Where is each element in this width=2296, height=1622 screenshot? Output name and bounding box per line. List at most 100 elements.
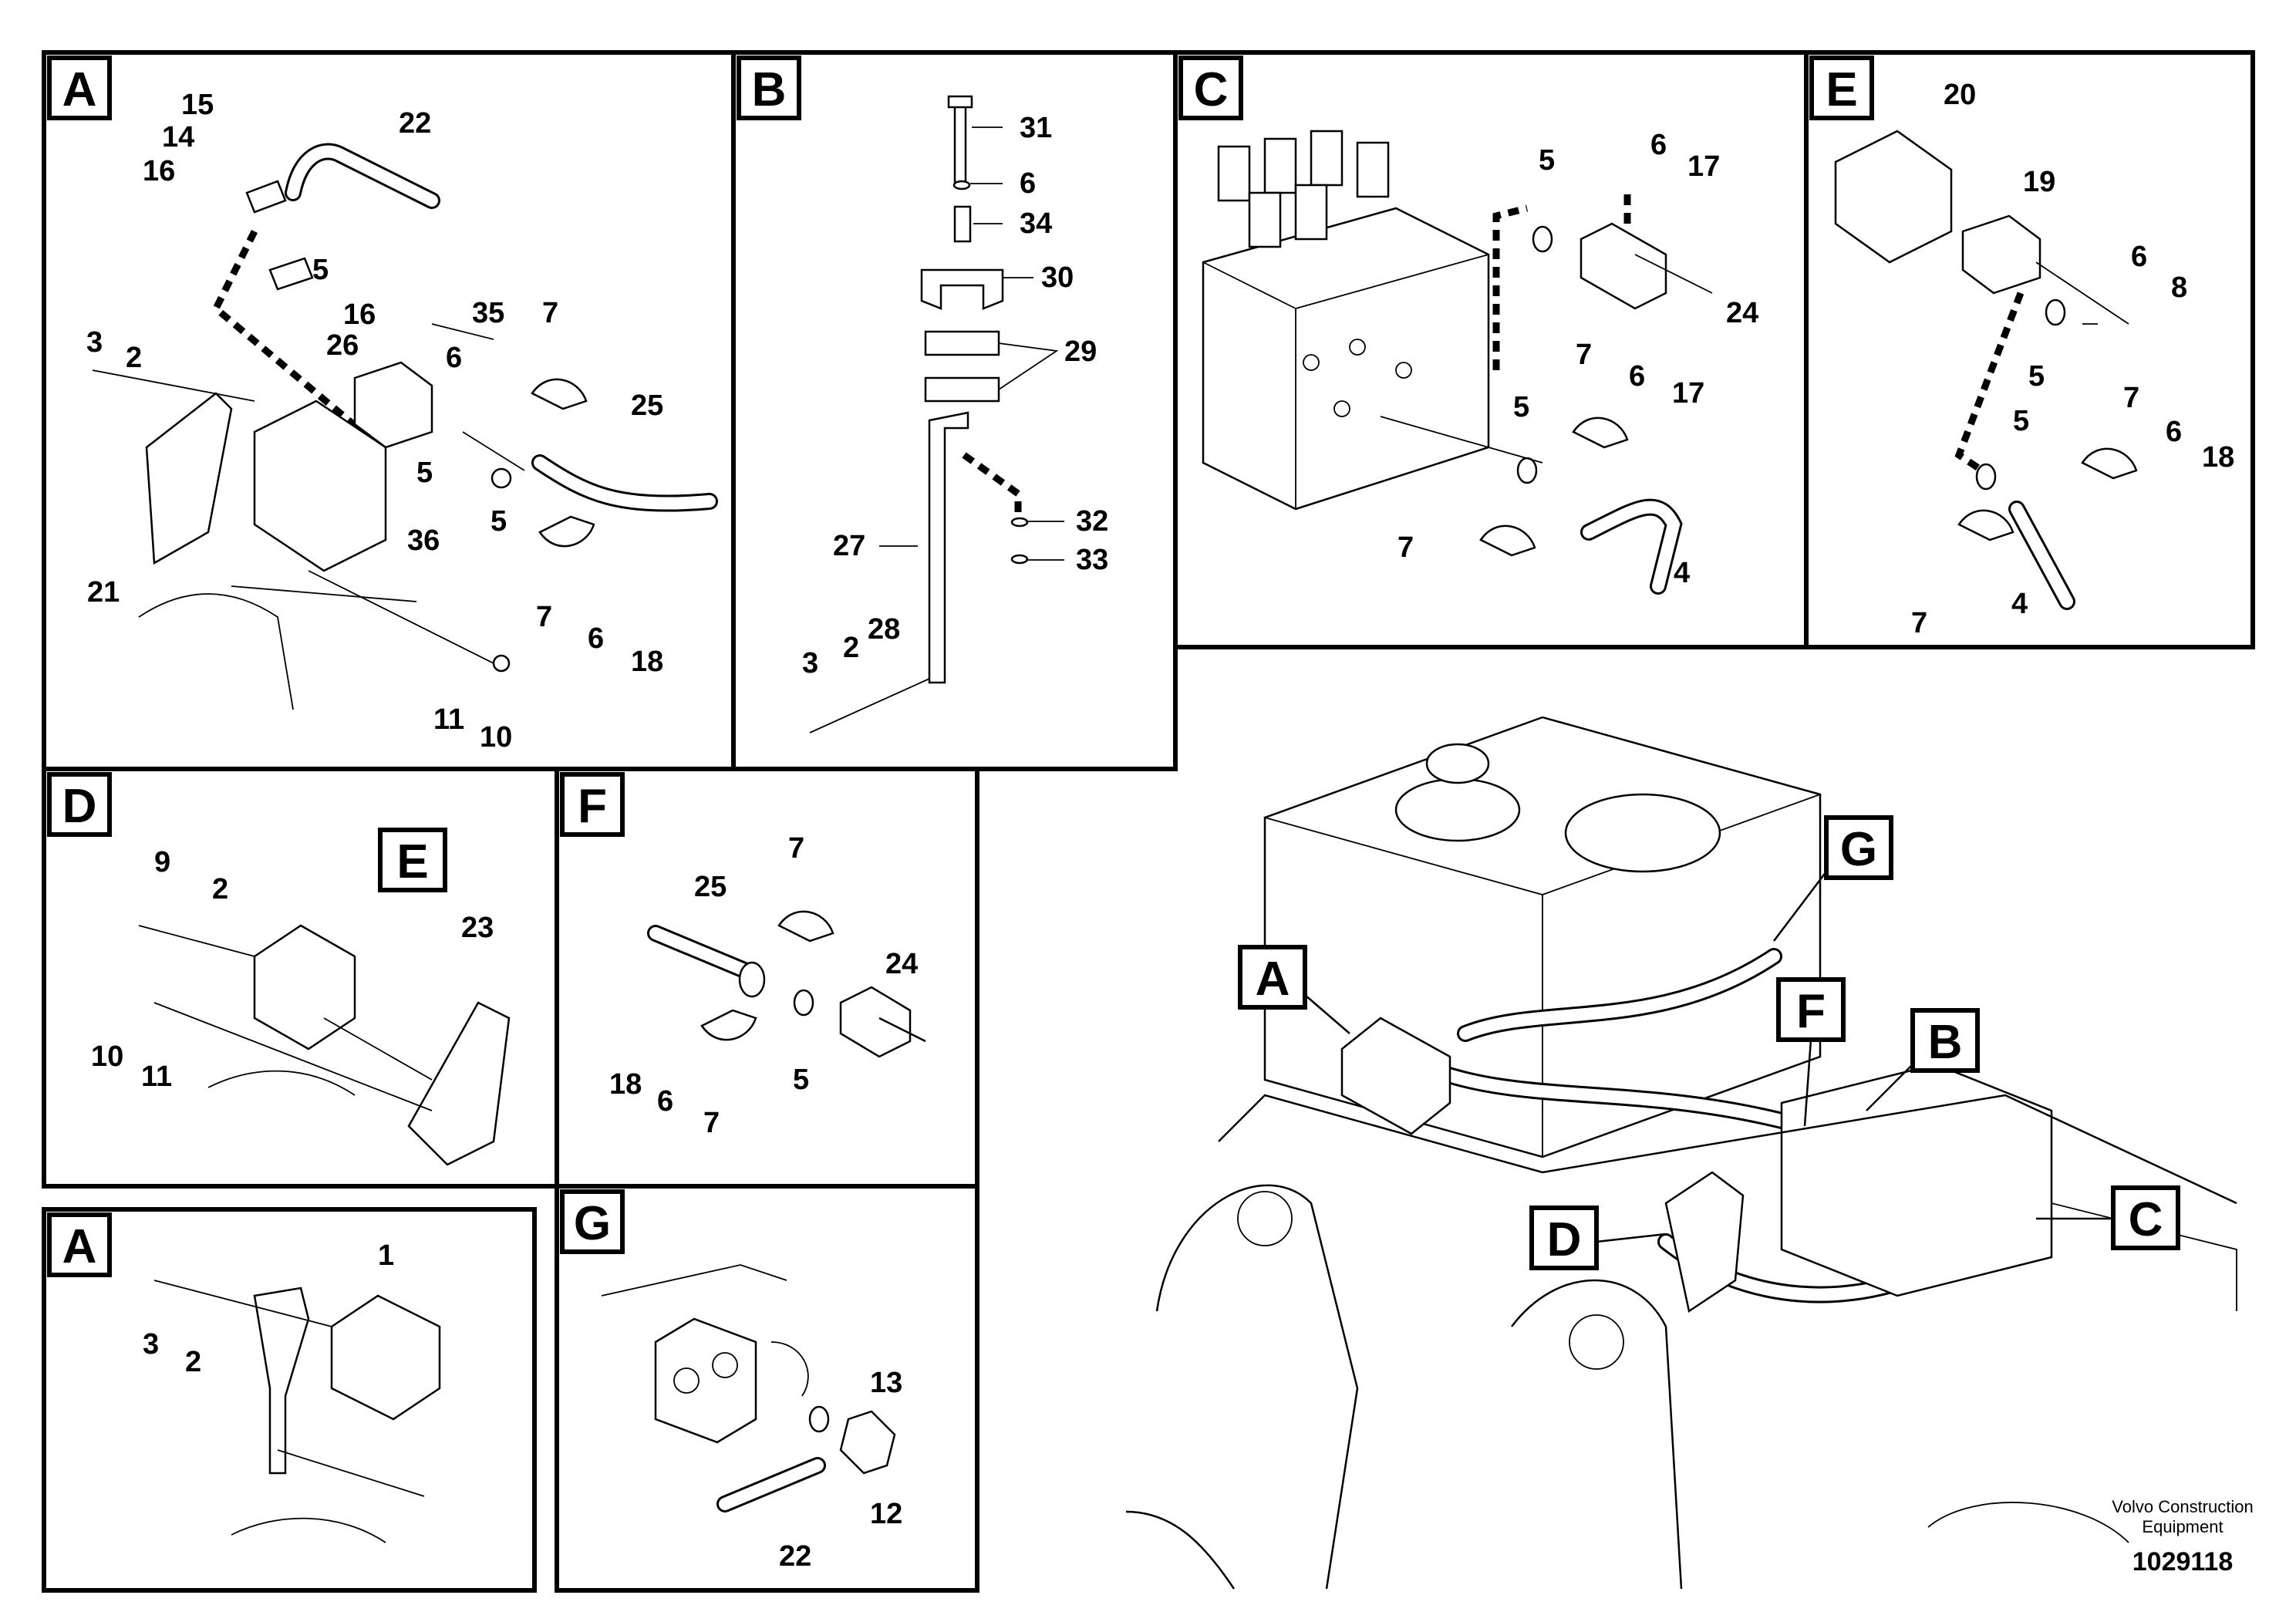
panel-a-label-16b: 16 bbox=[343, 298, 376, 331]
panel-b-label-6: 6 bbox=[1020, 167, 1036, 200]
panel-b: B 31 6 34 30 29 32 27 33 3 2 28 bbox=[731, 50, 1178, 771]
panel-f-label-6: 6 bbox=[657, 1085, 673, 1118]
panel-a-label-6b: 6 bbox=[588, 622, 604, 655]
panel-c-label-6b: 6 bbox=[1629, 360, 1645, 393]
panel-a-label-10: 10 bbox=[480, 721, 512, 754]
panel-f-label-5: 5 bbox=[793, 1064, 809, 1096]
panel-d-label-11: 11 bbox=[141, 1061, 172, 1093]
panel-a-top: A 15 14 22 16 5 16 35 26 6 bbox=[42, 50, 736, 771]
panel-c-tag: C bbox=[1194, 63, 1229, 116]
panel-a-label-35: 35 bbox=[472, 297, 504, 329]
overview-tag-d: D bbox=[1529, 1206, 1667, 1270]
panel-b-tag: B bbox=[752, 63, 787, 116]
panel-e-label-4: 4 bbox=[2011, 588, 2028, 620]
panel-a-label-5a: 5 bbox=[312, 254, 329, 286]
panel-f-label-7b: 7 bbox=[703, 1107, 720, 1139]
panel-e: E 20 19 6 8 5 5 7 6 18 7 4 bbox=[1804, 50, 2255, 649]
panel-a-tag: A bbox=[62, 63, 97, 116]
panel-b-label-29: 29 bbox=[1064, 336, 1097, 368]
panel-g-label-13: 13 bbox=[870, 1367, 902, 1399]
panel-a-label-11: 11 bbox=[433, 703, 464, 736]
panel-a-label-25: 25 bbox=[631, 389, 663, 422]
panel-f-label-25: 25 bbox=[694, 871, 727, 903]
panel-e-label-18: 18 bbox=[2202, 441, 2234, 474]
panel-c-label-17b: 17 bbox=[1672, 377, 1704, 410]
panel-d-tag-e: E bbox=[396, 835, 428, 889]
panel-a-label-3: 3 bbox=[86, 326, 103, 359]
panel-a-lower-label-1: 1 bbox=[378, 1239, 394, 1272]
svg-text:A: A bbox=[1256, 953, 1290, 1006]
overview-tag-g: G bbox=[1773, 815, 1893, 942]
panel-e-label-7a: 7 bbox=[2123, 382, 2139, 414]
panel-d-label-2: 2 bbox=[212, 873, 228, 905]
panel-g-label-22: 22 bbox=[779, 1540, 811, 1573]
svg-text:B: B bbox=[1928, 1016, 1963, 1069]
overview-tag-c: C bbox=[2036, 1185, 2180, 1250]
panel-f-label-24: 24 bbox=[885, 948, 918, 980]
panel-a-label-26: 26 bbox=[326, 329, 359, 362]
panel-c-label-5a: 5 bbox=[1539, 144, 1555, 177]
panel-c: C 5 6 17 24 7 6 17 5 7 4 bbox=[1173, 50, 1809, 649]
panel-d-label-10: 10 bbox=[91, 1040, 123, 1073]
svg-text:F: F bbox=[1796, 985, 1826, 1038]
panel-g: G 13 12 22 bbox=[555, 1184, 979, 1593]
panel-b-label-32: 32 bbox=[1076, 505, 1108, 538]
panel-c-label-7a: 7 bbox=[1576, 339, 1592, 371]
panel-f-label-18: 18 bbox=[609, 1068, 642, 1101]
panel-e-label-7b: 7 bbox=[1911, 607, 1927, 639]
overview-tag-a: A bbox=[1238, 945, 1350, 1034]
panel-e-label-19: 19 bbox=[2023, 166, 2055, 198]
panel-a-label-21: 21 bbox=[87, 576, 120, 609]
overview-machine bbox=[1125, 716, 2237, 1590]
panel-e-label-20: 20 bbox=[1944, 79, 1976, 111]
panel-e-tag: E bbox=[1826, 63, 1857, 116]
overview-tag-b: B bbox=[1866, 1008, 1980, 1111]
panel-a-lower-label-3: 3 bbox=[143, 1328, 159, 1361]
panel-b-label-30: 30 bbox=[1041, 261, 1074, 294]
panel-a-label-14: 14 bbox=[162, 121, 194, 153]
panel-a-label-2: 2 bbox=[126, 342, 142, 374]
panel-f: F 7 25 24 18 6 5 7 bbox=[555, 767, 979, 1189]
panel-g-label-12: 12 bbox=[870, 1498, 902, 1530]
panel-e-label-6b: 6 bbox=[2166, 416, 2182, 448]
panel-a-label-5c: 5 bbox=[491, 505, 507, 538]
panel-f-tag: F bbox=[578, 780, 607, 833]
panel-d-tag: D bbox=[62, 780, 97, 833]
panel-b-label-34: 34 bbox=[1020, 207, 1052, 240]
panel-d: D E 9 2 23 10 11 bbox=[42, 767, 559, 1189]
panel-b-label-2: 2 bbox=[843, 632, 859, 664]
panel-a-label-16a: 16 bbox=[143, 155, 175, 187]
doc-number: 1029118 bbox=[2132, 1547, 2234, 1576]
panel-d-label-9: 9 bbox=[154, 846, 170, 878]
panel-e-label-5b: 5 bbox=[2013, 405, 2029, 437]
overview-tag-f: F bbox=[1776, 977, 1846, 1127]
panel-e-label-5a: 5 bbox=[2028, 360, 2045, 393]
panel-b-label-31: 31 bbox=[1020, 112, 1052, 144]
panel-a-label-7b: 7 bbox=[536, 601, 552, 633]
panel-b-label-33: 33 bbox=[1076, 544, 1108, 576]
svg-text:D: D bbox=[1547, 1213, 1582, 1266]
svg-text:C: C bbox=[2129, 1193, 2163, 1246]
panel-b-label-27: 27 bbox=[833, 530, 865, 562]
panel-g-tag: G bbox=[574, 1197, 611, 1250]
panel-c-label-4: 4 bbox=[1674, 557, 1690, 589]
panel-e-label-6a: 6 bbox=[2131, 241, 2147, 273]
brand-line-2: Equipment bbox=[2142, 1517, 2223, 1536]
panel-c-label-7b: 7 bbox=[1397, 531, 1414, 564]
panel-c-label-5b: 5 bbox=[1513, 391, 1529, 423]
panel-c-label-24: 24 bbox=[1726, 297, 1758, 329]
panel-a-lower-label-2: 2 bbox=[185, 1346, 201, 1378]
svg-text:G: G bbox=[1840, 823, 1877, 876]
panel-b-label-3: 3 bbox=[802, 647, 818, 679]
footer: Volvo Construction Equipment 1029118 bbox=[2112, 1497, 2253, 1576]
panel-a-label-15: 15 bbox=[181, 89, 214, 121]
panel-a-label-6: 6 bbox=[446, 342, 462, 374]
panel-c-label-6a: 6 bbox=[1650, 129, 1667, 161]
panel-c-label-17a: 17 bbox=[1687, 150, 1720, 183]
brand-line-1: Volvo Construction bbox=[2112, 1497, 2253, 1516]
panel-a-label-7a: 7 bbox=[542, 297, 558, 329]
panel-f-label-7a: 7 bbox=[788, 832, 804, 865]
panel-a-label-22: 22 bbox=[399, 107, 431, 140]
panel-b-label-28: 28 bbox=[868, 613, 900, 646]
